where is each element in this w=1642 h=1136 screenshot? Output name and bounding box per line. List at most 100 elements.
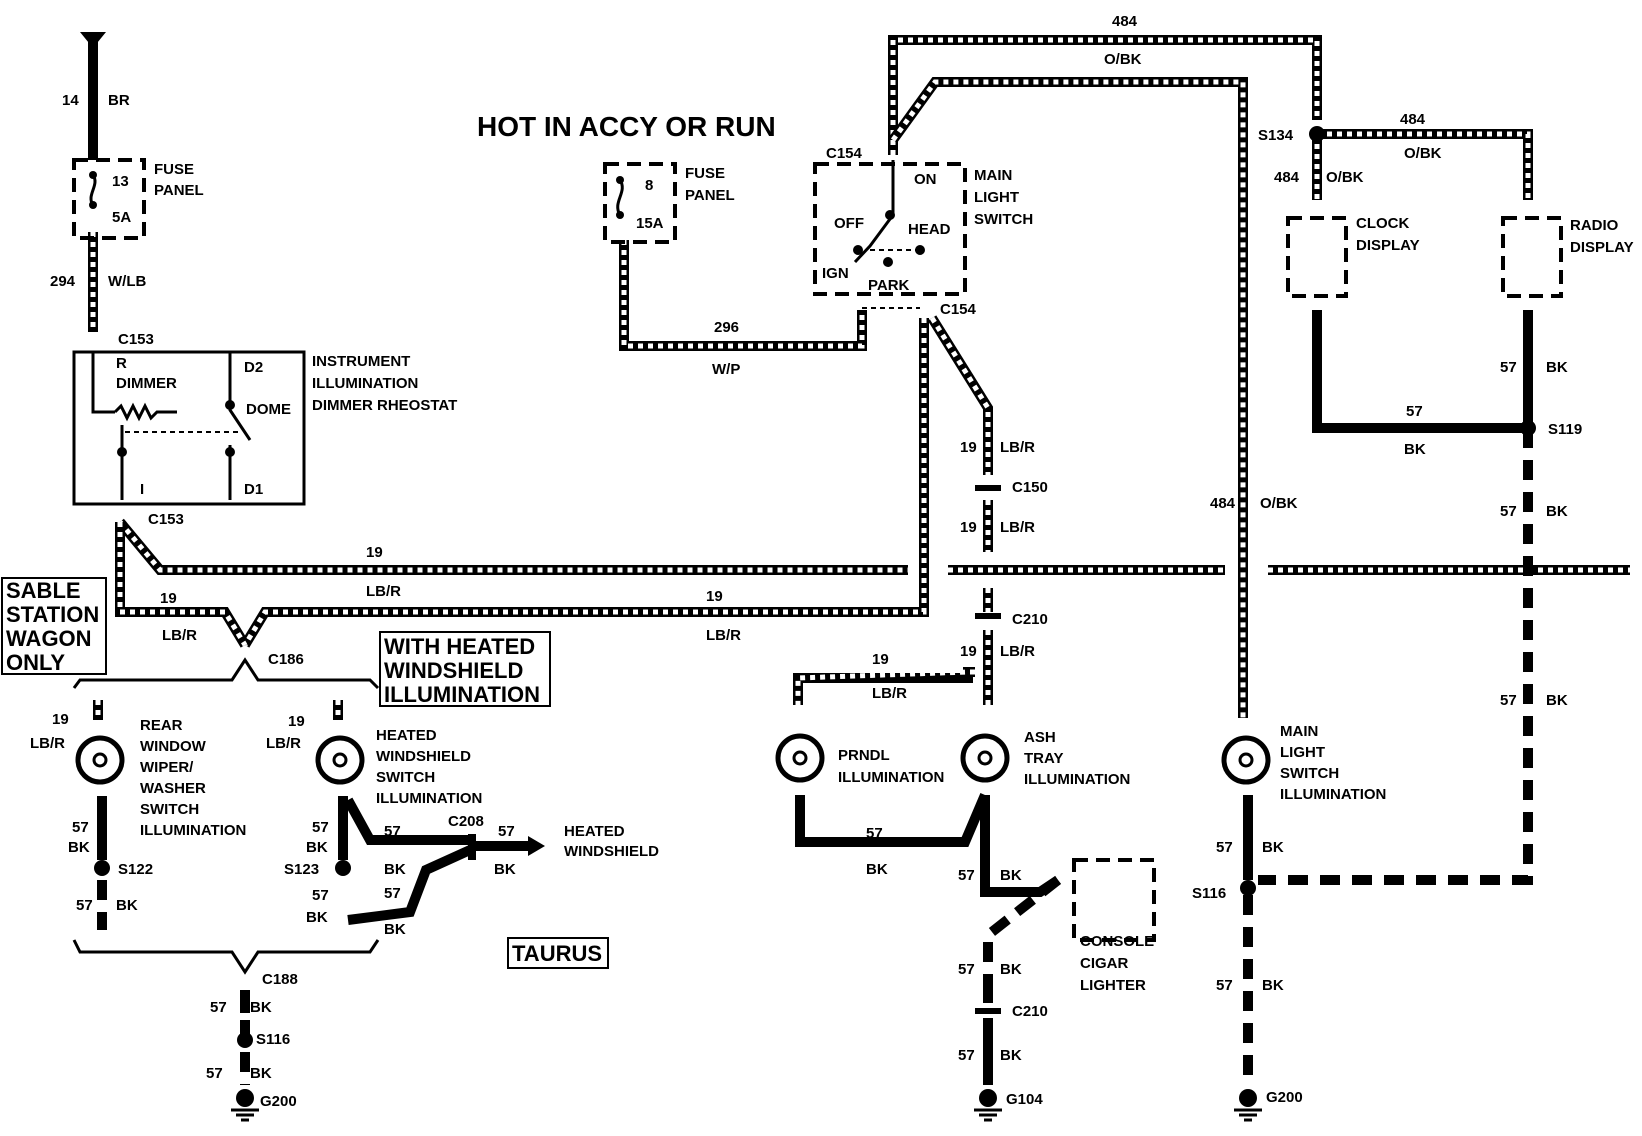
wire-484-top	[888, 35, 1322, 155]
sable-line1: SABLE	[6, 578, 81, 603]
hws-name3: SWITCH	[376, 769, 435, 786]
splices	[94, 126, 1536, 1048]
sw-name3: SWITCH	[974, 211, 1033, 228]
cigar-name2: CIGAR	[1080, 955, 1129, 972]
w19-lower-color: LB/R	[1000, 519, 1035, 536]
w484-vert-color: O/BK	[1260, 495, 1298, 512]
w57-c208-circuit: 57	[498, 823, 515, 840]
dashed-wires	[97, 428, 1533, 1085]
rheo-dome: DOME	[246, 401, 291, 418]
c208-label: C208	[448, 813, 484, 830]
c210-bottom-mark	[975, 1008, 1001, 1014]
taurus-box	[507, 937, 609, 969]
w57-pa-color: BK	[866, 861, 888, 878]
clock-display-box	[1286, 216, 1348, 298]
sw-park: PARK	[868, 277, 910, 294]
w57-pa-circuit: 57	[866, 825, 883, 842]
sw-c154-bottom: C154	[940, 301, 977, 318]
w57-rear-circuit: 57	[72, 819, 89, 836]
sw-name1: MAIN	[974, 167, 1012, 184]
w57-ash-circuit: 57	[958, 867, 975, 884]
g200-right-label: G200	[1266, 1089, 1303, 1106]
sw-off: OFF	[834, 215, 864, 232]
w57-s116r-color: BK	[1262, 977, 1284, 994]
main-light-switch-box	[813, 162, 967, 296]
w294-circuit: 294	[50, 273, 76, 290]
w484-clock-circuit: 484	[1274, 169, 1300, 186]
c153-top: C153	[118, 331, 154, 348]
cigar-name3: LIGHTER	[1080, 977, 1146, 994]
w19-upper-color: LB/R	[1000, 439, 1035, 456]
w57-s122-circuit: 57	[76, 897, 93, 914]
c208-mark	[468, 834, 476, 860]
w57-hl-circuit: 57	[384, 885, 401, 902]
mls-name1: MAIN	[1280, 723, 1318, 740]
sable-line2: STATION	[6, 602, 99, 627]
sable-line3: WAGON	[6, 626, 92, 651]
hws-name4: ILLUMINATION	[376, 790, 482, 807]
w57-s123-circuit: 57	[312, 887, 329, 904]
c150-label: C150	[1012, 479, 1048, 496]
g200-left-label: G200	[260, 1093, 297, 1110]
w19-c210-color: LB/R	[1000, 643, 1035, 660]
w296-color: W/P	[712, 361, 740, 378]
w57-c210b-circuit: 57	[958, 1047, 975, 1064]
w57-s119b-circuit: 57	[1500, 692, 1517, 709]
mls-name3: SWITCH	[1280, 765, 1339, 782]
mls-illum-bulb	[1221, 735, 1271, 785]
antenna-symbol	[80, 32, 106, 48]
w19-sable-left-circuit: 19	[160, 590, 177, 607]
heated-windshield-box	[379, 631, 551, 707]
w57-heated-circuit: 57	[312, 819, 329, 836]
rheo-d2: D2	[244, 359, 263, 376]
w19-sable-mid-color: LB/R	[706, 627, 741, 644]
w19-sable-mid-circuit: 19	[706, 588, 723, 605]
s116-right-label: S116	[1192, 885, 1226, 902]
rheo-name2: ILLUMINATION	[312, 375, 418, 392]
striped-wires	[88, 35, 1630, 720]
w484-radio-circuit: 484	[1400, 111, 1426, 128]
rheo-dimmer: DIMMER	[116, 375, 177, 392]
cigar-lighter-box	[1072, 858, 1156, 942]
c210-bottom-label: C210	[1012, 1003, 1048, 1020]
mls-name2: LIGHT	[1280, 744, 1325, 761]
w19-prndl-circuit: 19	[872, 651, 889, 668]
hws-name1: HEATED	[376, 727, 437, 744]
w484-clock-color: O/BK	[1326, 169, 1364, 186]
sw-head: HEAD	[908, 221, 951, 238]
s123-label: S123	[284, 861, 319, 878]
w57-s119b-color: BK	[1546, 692, 1568, 709]
mls-name4: ILLUMINATION	[1280, 786, 1386, 803]
sable-wagon-box	[1, 577, 107, 675]
w484-vert-circuit: 484	[1210, 495, 1236, 512]
s134-label: S134	[1258, 127, 1294, 144]
title: HOT IN ACCY OR RUN	[477, 111, 776, 142]
w57-s116l-color: BK	[250, 1065, 272, 1082]
fuse-8-box	[603, 162, 677, 244]
w484-top-color: O/BK	[1104, 51, 1142, 68]
sw-c154-top: C154	[826, 145, 863, 162]
c186-bracket	[72, 657, 380, 690]
ash-name3: ILLUMINATION	[1024, 771, 1130, 788]
w19-c210-circuit: 19	[960, 643, 977, 660]
s119-label: S119	[1548, 421, 1582, 438]
w57-c188-circuit: 57	[210, 999, 227, 1016]
rear-name1: REAR	[140, 717, 183, 734]
fuse13-amp: 5A	[112, 209, 131, 226]
w296-circuit: 296	[714, 319, 739, 336]
fuse8-name1: FUSE	[685, 165, 725, 182]
rear-name2: WINDOW	[140, 738, 207, 755]
w57-s116r-circuit: 57	[1216, 977, 1233, 994]
s116-left-label: S116	[256, 1031, 290, 1048]
rear-circuit: 19	[52, 711, 69, 728]
prndl-bulb	[775, 733, 825, 783]
ash-name1: ASH	[1024, 729, 1056, 746]
wire-484-inner	[888, 77, 1248, 718]
hws-circuit: 19	[288, 713, 305, 730]
w57-s119a-circuit: 57	[1500, 503, 1517, 520]
fuse8-name2: PANEL	[685, 187, 735, 204]
w19-bus-circuit: 19	[366, 544, 383, 561]
clock-name2: DISPLAY	[1356, 237, 1420, 254]
hw-name1: HEATED	[564, 823, 625, 840]
